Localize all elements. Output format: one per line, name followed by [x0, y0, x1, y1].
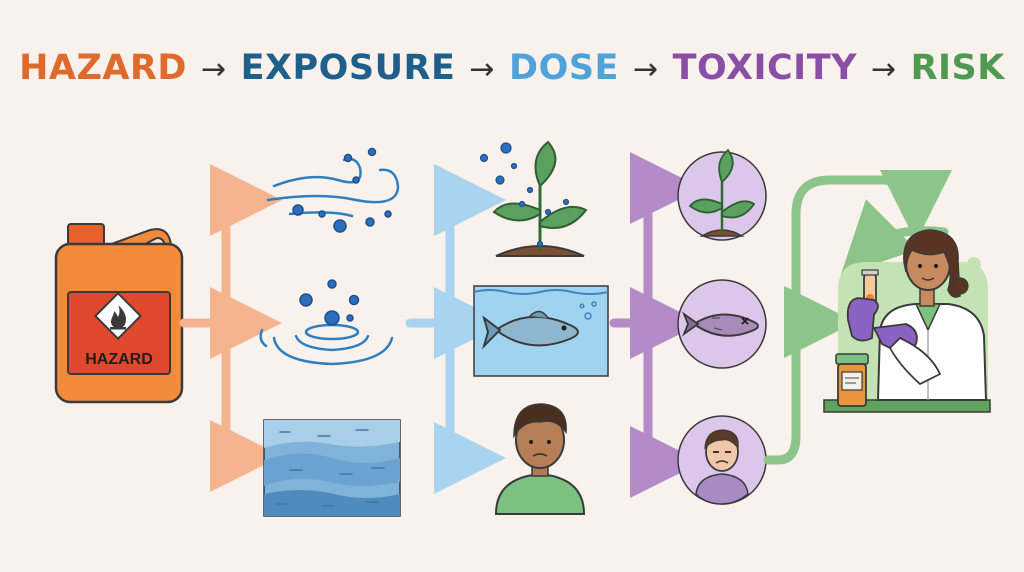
title-risk: RISK: [910, 48, 1005, 88]
person-icon: [494, 403, 586, 515]
title-exposure: EXPOSURE: [240, 48, 456, 88]
title-arrow: →: [200, 52, 227, 87]
hazard-container-icon: HAZARD: [54, 223, 184, 404]
soil-water-layers-icon: [263, 419, 401, 517]
fish-icon: [473, 285, 609, 377]
exposure-dose-arrows: [405, 164, 506, 494]
hazard-exposure-arrows: [179, 164, 282, 492]
water-ripple-icon: [259, 279, 394, 366]
sick-person-circle-icon: [677, 415, 767, 505]
sick-fish-circle-icon: [677, 279, 767, 369]
scientist-icon: [823, 229, 991, 413]
plant-circle-icon: [677, 148, 767, 241]
title-arrow: →: [870, 52, 897, 87]
dose-toxicity-arrows: [609, 152, 702, 498]
title-toxicity: TOXICITY: [672, 48, 857, 88]
title-arrow: →: [632, 52, 659, 87]
diagram-title: HAZARD → EXPOSURE → DOSE → TOXICITY → RISK: [0, 48, 1024, 88]
title-arrow: →: [469, 52, 496, 87]
title-hazard: HAZARD: [19, 48, 187, 88]
air-wind-icon: [266, 147, 400, 233]
plant-icon: [479, 140, 588, 257]
flammable-diamond-icon: [93, 291, 143, 341]
container-label: HAZARD: [85, 351, 153, 368]
title-dose: DOSE: [509, 48, 619, 88]
